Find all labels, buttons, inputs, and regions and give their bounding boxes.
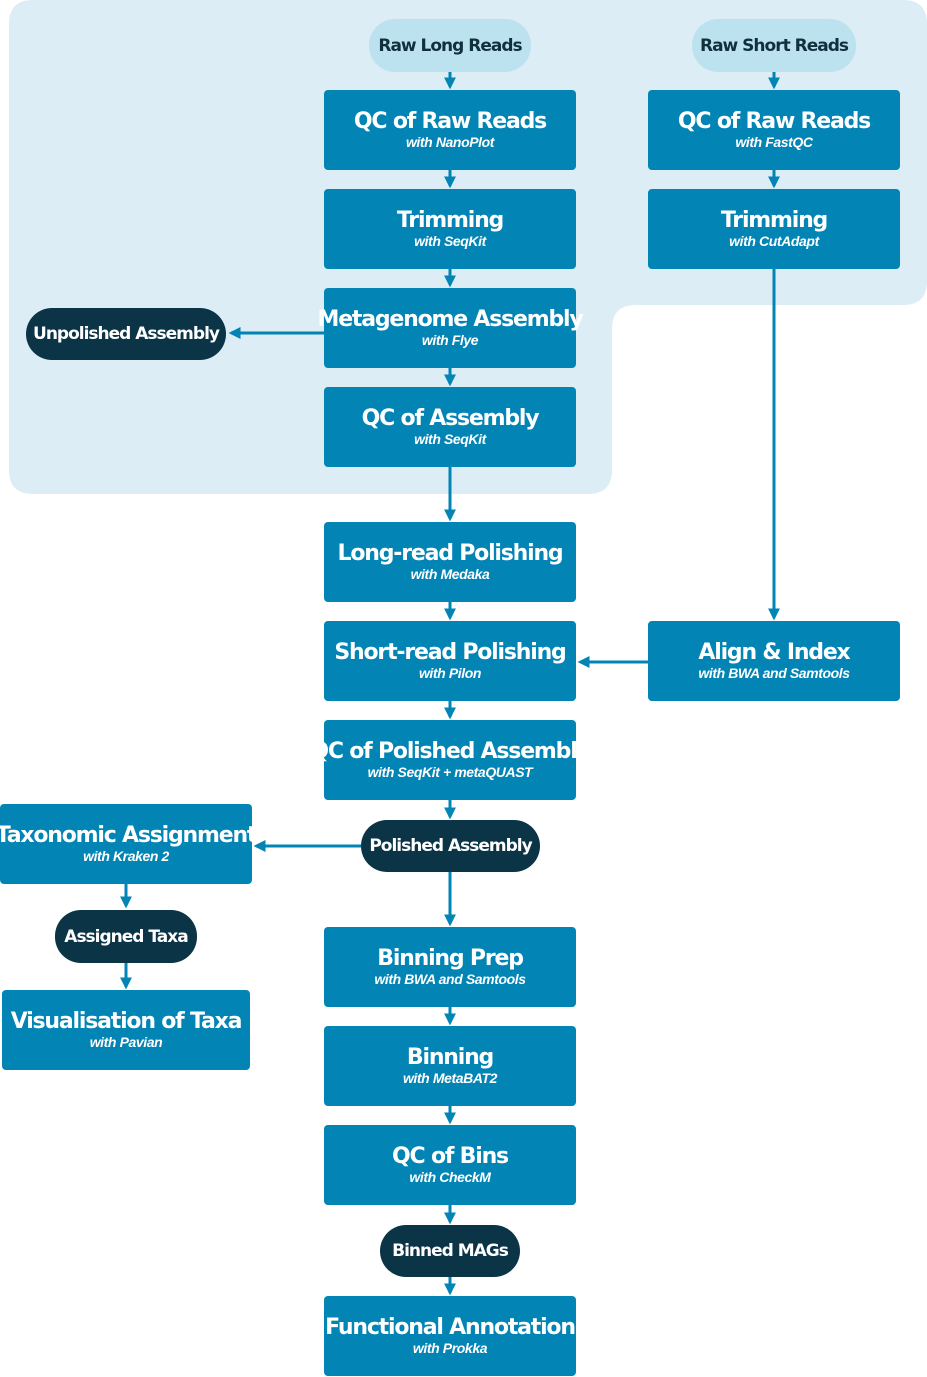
step-tool: with SeqKit + metaQUAST (367, 764, 533, 780)
step-title: Visualisation of Taxa (10, 1009, 243, 1034)
step-tool: with Pavian (89, 1034, 163, 1050)
step-tool: with BWA and Samtools (374, 971, 526, 987)
step-tool: with MetaBAT2 (402, 1070, 498, 1086)
binning-prep-step: Binning Prep with BWA and Samtools (324, 927, 576, 1007)
short-read-polishing-step: Short-read Polishing with Pilon (324, 621, 576, 701)
step-title: QC of Assembly (361, 406, 540, 431)
output-label: Unpolished Assembly (33, 324, 220, 344)
step-title: Short-read Polishing (334, 640, 566, 665)
step-title: Binning (406, 1045, 494, 1070)
step-tool: with Flye (421, 332, 479, 348)
step-tool: with Pilon (418, 665, 482, 681)
unpolished-assembly-output: Unpolished Assembly (26, 308, 226, 360)
step-tool: with CutAdapt (729, 233, 819, 249)
binning-step: Binning with MetaBAT2 (324, 1026, 576, 1106)
step-tool: with Prokka (412, 1340, 488, 1356)
raw-short-reads-label: Raw Short Reads (699, 35, 849, 56)
raw-long-reads-input: Raw Long Reads (369, 19, 531, 72)
step-tool: with SeqKit (414, 233, 486, 249)
output-label: Binned MAGs (392, 1241, 509, 1261)
metagenome-assembly-step: Metagenome Assembly with Flye (318, 288, 584, 368)
qc-assembly-step: QC of Assembly with SeqKit (324, 387, 576, 467)
step-title: Binning Prep (377, 946, 524, 971)
assigned-taxa-output: Assigned Taxa (55, 910, 197, 963)
raw-short-reads-input: Raw Short Reads (692, 19, 856, 72)
visualisation-of-taxa-step: Visualisation of Taxa with Pavian (2, 990, 250, 1070)
step-tool: with BWA and Samtools (698, 665, 850, 681)
qc-of-bins-step: QC of Bins with CheckM (324, 1125, 576, 1205)
polished-assembly-output: Polished Assembly (361, 820, 540, 872)
trimming-short-step: Trimming with CutAdapt (648, 189, 900, 269)
step-title: Functional Annotation (325, 1315, 576, 1340)
step-title: Taxonomic Assignment (0, 823, 257, 848)
output-label: Polished Assembly (369, 836, 532, 856)
step-tool: with FastQC (735, 134, 813, 150)
step-title: Align & Index (698, 640, 850, 665)
step-title: Trimming (720, 208, 828, 233)
step-tool: with CheckM (409, 1169, 491, 1185)
step-tool: with NanoPlot (405, 134, 495, 150)
step-title: QC of Raw Reads (677, 109, 871, 134)
step-tool: with SeqKit (414, 431, 486, 447)
step-title: Metagenome Assembly (317, 307, 584, 332)
trimming-long-step: Trimming with SeqKit (324, 189, 576, 269)
functional-annotation-step: Functional Annotation with Prokka (324, 1296, 576, 1376)
raw-long-reads-label: Raw Long Reads (378, 35, 522, 56)
align-index-step: Align & Index with BWA and Samtools (648, 621, 900, 701)
step-tool: with Medaka (410, 566, 490, 582)
step-title: QC of Polished Assembly (310, 739, 591, 764)
step-title: Trimming (396, 208, 504, 233)
qc-polished-assembly-step: QC of Polished Assembly with SeqKit + me… (310, 720, 591, 800)
step-title: Long-read Polishing (337, 541, 564, 566)
output-label: Assigned Taxa (64, 926, 188, 947)
qc-raw-long-reads-step: QC of Raw Reads with NanoPlot (324, 90, 576, 170)
step-tool: with Kraken 2 (83, 848, 169, 864)
qc-raw-short-reads-step: QC of Raw Reads with FastQC (648, 90, 900, 170)
step-title: QC of Bins (392, 1144, 509, 1169)
binned-mags-output: Binned MAGs (380, 1225, 520, 1277)
taxonomic-assignment-step: Taxonomic Assignment with Kraken 2 (0, 804, 257, 884)
long-read-polishing-step: Long-read Polishing with Medaka (324, 522, 576, 602)
step-title: QC of Raw Reads (353, 109, 547, 134)
